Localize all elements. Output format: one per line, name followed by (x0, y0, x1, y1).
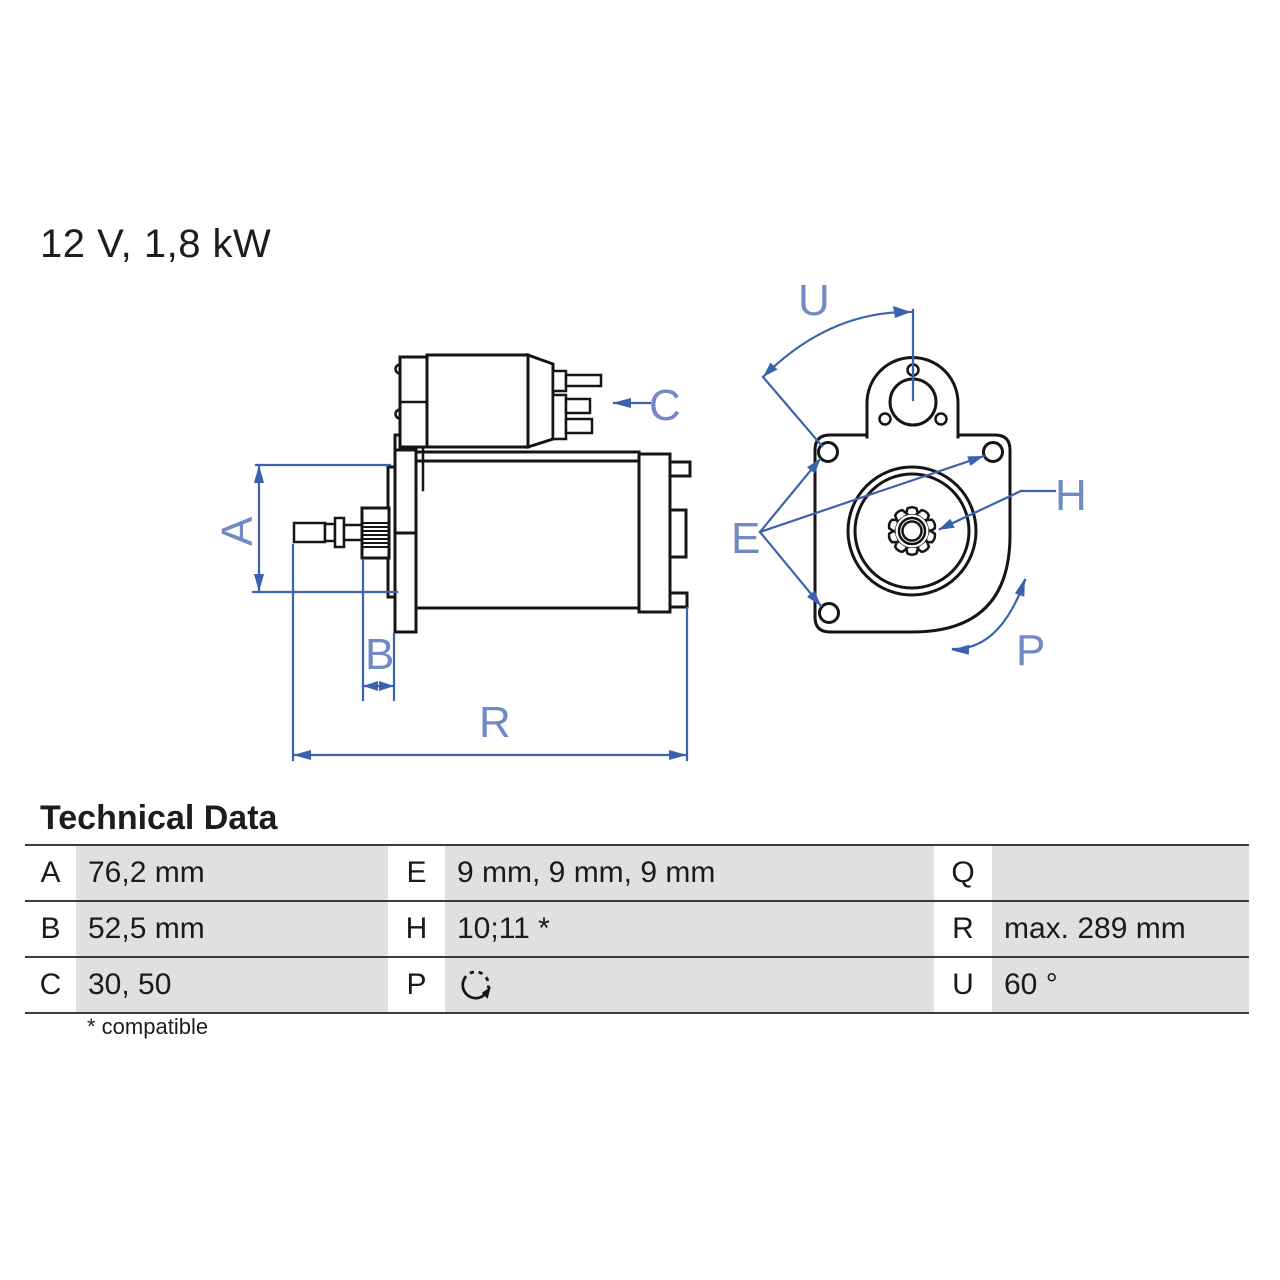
page-title: 12 V, 1,8 kW (40, 222, 272, 266)
value-a: 76,2 mm (76, 846, 388, 900)
pinion-gear-side (360, 506, 391, 560)
pinion-shaft (292, 516, 364, 549)
dimension-label-c: C (649, 381, 681, 430)
dimension-label-h: H (1055, 471, 1087, 520)
dimension-label-r: R (479, 698, 511, 747)
pinion-gear-hatch (362, 522, 389, 548)
table-row: A 76,2 mm E 9 mm, 9 mm, 9 mm Q (25, 846, 1249, 902)
solenoid-terminals (551, 369, 603, 441)
row-label-c: C (25, 958, 76, 1012)
starter-motor-diagram: A B R C U E H P (213, 276, 1087, 762)
footnote: * compatible (87, 1014, 209, 1039)
row-label-h: H (388, 902, 445, 956)
value-p (445, 958, 934, 1012)
row-label-q: Q (934, 846, 992, 900)
row-label-a: A (25, 846, 76, 900)
rear-bracket (637, 452, 672, 614)
table-row: C 30, 50 P U 60 ° (25, 958, 1249, 1014)
dimension-letters: A B R C U E H P (213, 276, 1087, 747)
row-label-p: P (388, 958, 445, 1012)
rotation-direction-icon (461, 970, 491, 1000)
value-q (992, 846, 1249, 900)
value-h: 10;11 * (445, 902, 934, 956)
row-label-b: B (25, 902, 76, 956)
pinion-gear-front (887, 506, 937, 556)
dimension-label-a: A (213, 516, 262, 546)
row-label-e: E (388, 846, 445, 900)
bolt-hole-bottom-left (818, 602, 840, 624)
value-r: max. 289 mm (992, 902, 1249, 956)
row-label-u: U (934, 958, 992, 1012)
dimension-lines (251, 306, 1057, 762)
dimension-label-b: B (365, 630, 394, 679)
side-view-drawing (292, 352, 692, 634)
value-c: 30, 50 (76, 958, 388, 1012)
value-u: 60 ° (992, 958, 1249, 1012)
value-e: 9 mm, 9 mm, 9 mm (445, 846, 934, 900)
dimension-label-e: E (731, 514, 760, 563)
bolt-hole-top-right (982, 441, 1004, 463)
value-b: 52,5 mm (76, 902, 388, 956)
motor-body (414, 450, 641, 610)
technical-data-table: A 76,2 mm E 9 mm, 9 mm, 9 mm Q B 52,5 mm… (25, 844, 1249, 1014)
technical-data-heading: Technical Data (40, 799, 278, 837)
solenoid-body (425, 353, 530, 449)
bolt-hole-top-left (817, 441, 839, 463)
table-row: B 52,5 mm H 10;11 * R max. 289 mm (25, 902, 1249, 958)
dimension-label-u: U (798, 276, 830, 325)
front-view-drawing (813, 356, 1012, 634)
dimension-label-p: P (1016, 626, 1045, 675)
row-label-r: R (934, 902, 992, 956)
